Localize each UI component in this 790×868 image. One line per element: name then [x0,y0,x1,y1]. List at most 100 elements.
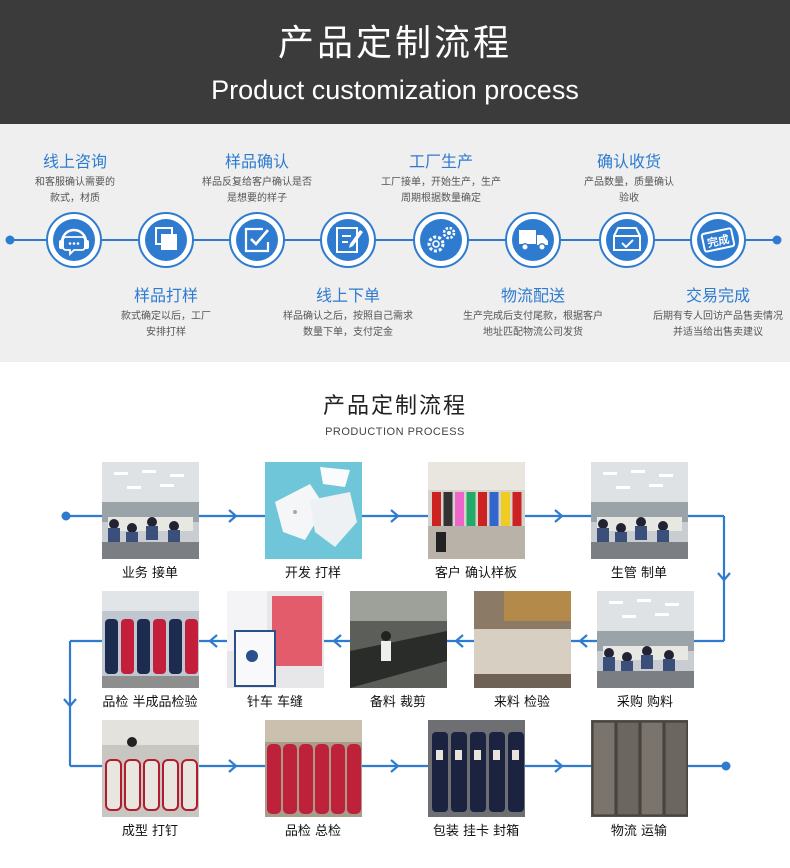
arrow-chevron [228,759,238,773]
step-title: 线上咨询 [42,152,107,171]
scene-bags-navy [428,720,525,817]
customization-process-band: 完成 线上咨询和客服确认需要的款式，材质样品打样款式确定以后，工厂安排打样 样品确… [0,124,790,362]
step-description: 安排打样 [146,327,186,338]
station-label: 采购 购料 [616,695,674,710]
step-title: 样品打样 [133,286,198,305]
station-photo [265,720,362,817]
station-photo [428,720,525,817]
scene-showroom [428,462,525,559]
station-photo [591,720,688,817]
step-node [320,212,376,268]
station-photo [474,591,571,688]
station-label: 备料 裁剪 [369,695,427,710]
production-flow: 业务 接单开发 打样客户 确认样板生管 制单采购 购料来料 检验备料 裁剪针车 … [0,450,790,868]
step-description: 款式确定以后，工厂 [121,311,211,322]
done-stamp-icon: 完成 [700,227,736,253]
station-photo [102,591,199,688]
station-photo [102,462,199,559]
scene-warehouse [474,591,571,688]
step-node [505,212,561,268]
edit-form-icon [336,227,363,253]
scene-office [591,462,688,559]
scene-sewing [227,591,324,688]
station-label: 来料 检验 [493,695,551,710]
step-description: 验收 [619,193,639,204]
station-photo [428,462,525,559]
arrow-chevron [578,634,588,648]
arrow-chevron [554,509,564,523]
production-subtitle: PRODUCTION PROCESS [325,426,465,438]
scene-bags-red [265,720,362,817]
arrow-chevron [554,759,564,773]
step-description: 产品数量，质量确认 [584,177,674,188]
step-description: 并适当给出售卖建议 [673,327,763,338]
step-node [229,212,285,268]
copy-stack-icon [155,227,177,250]
station-label: 生管 制单 [610,566,668,581]
step-node [599,212,655,268]
arrow-chevron [332,634,342,648]
flow-end-dot [721,761,731,771]
scene-paper-patterns [265,462,362,559]
arrow-chevron [390,759,400,773]
step-description: 样品确认之后，按照自己需求 [283,311,413,322]
station-photo [591,462,688,559]
scene-boxes [591,720,688,817]
step-description: 生产完成后支付尾款，根据客户 [463,311,603,322]
step-description: 款式，材质 [50,193,100,204]
gears-icon [427,226,456,253]
production-title: 产品定制流程 [322,394,467,419]
arrow-chevron [454,634,464,648]
headset-chat-icon [59,228,89,257]
truck-icon [519,230,548,251]
step-description: 周期根据数量确定 [401,193,481,204]
station-photo [102,720,199,817]
step-description: 样品反复给客户确认是否 [202,177,312,188]
step-node [138,212,194,268]
station-photo [227,591,324,688]
step-title: 确认收货 [596,152,661,171]
scene-office [597,591,694,688]
station-photo [350,591,447,688]
arrow-chevron [717,572,731,582]
step-title: 样品确认 [224,152,289,171]
inbox-check-icon [613,227,641,251]
station-photo [597,591,694,688]
station-label: 成型 打钉 [121,824,179,839]
station-label: 业务 接单 [121,566,179,581]
step-description: 是想要的样子 [227,193,287,204]
step-title: 物流配送 [500,286,565,305]
scene-office [102,462,199,559]
station-label: 包装 挂卡 封箱 [432,824,520,839]
station-label: 开发 打样 [284,566,342,581]
timeline-end-dot [772,235,782,245]
arrow-chevron [228,509,238,523]
station-label: 品检 总检 [284,824,342,839]
process-timeline: 完成 [5,212,782,268]
step-description: 地址匹配物流公司发货 [483,327,583,338]
step-node [413,212,469,268]
svg-text:完成: 完成 [706,232,730,250]
checkbox-icon [244,227,270,253]
step-description: 工厂接单，开始生产，生产 [381,177,501,188]
step-title: 线上下单 [315,286,380,305]
timeline-start-dot [5,235,15,245]
station-label: 针车 车缝 [246,695,304,710]
flow-arrows [61,509,731,773]
scene-bags-blue [102,591,199,688]
station-label: 品检 半成品检验 [102,695,198,710]
page-header: 产品定制流程 Product customization process [0,0,790,124]
arrow-chevron [63,698,77,708]
step-title: 工厂生产 [408,152,473,171]
step-node: 完成 [690,212,746,268]
page-title: 产品定制流程 [277,23,512,64]
step-title: 交易完成 [685,286,750,305]
scene-cutting-room [350,591,447,688]
arrow-chevron [390,509,400,523]
page-subtitle: Product customization process [211,75,579,105]
station-photo [265,462,362,559]
step-node [46,212,102,268]
step-description: 和客服确认需要的 [35,177,115,188]
step-description: 后期有专人回访产品售卖情况 [653,311,783,322]
arrow-chevron [208,634,218,648]
